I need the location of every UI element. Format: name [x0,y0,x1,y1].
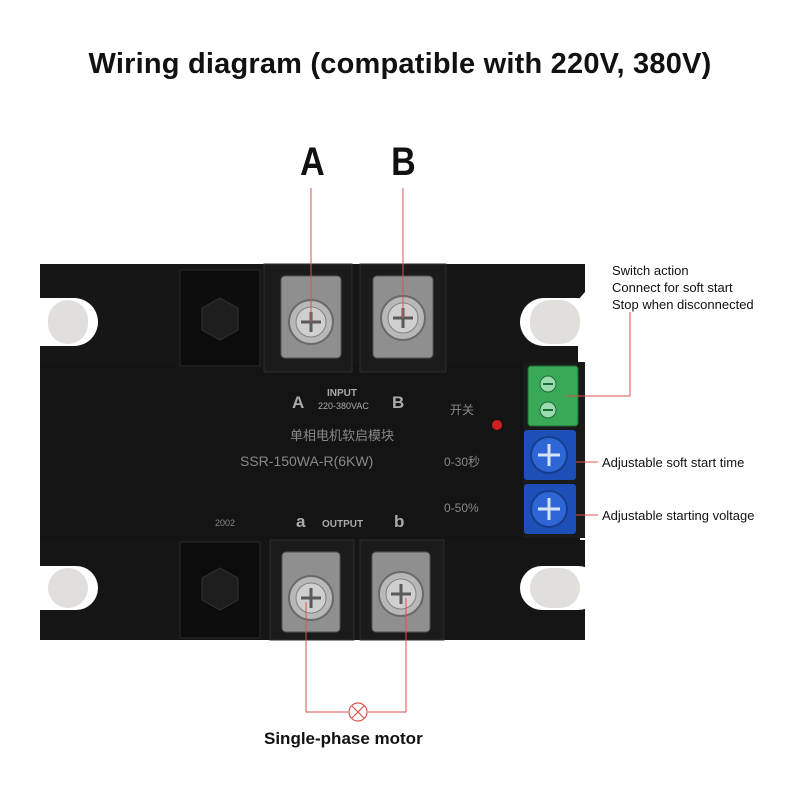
output-label: OUTPUT [322,519,363,530]
switch-callout-line-2: Connect for soft start [612,280,733,295]
terminal-letter-b: B [391,140,416,184]
voltage-range-label: 0-50% [444,501,479,515]
input-letter-a: A [292,393,304,412]
motor-label: Single-phase motor [264,729,423,748]
status-led [492,420,502,430]
wiring-lines [305,188,631,713]
input-letter-b: B [392,393,404,412]
terminal-b-screw [372,275,434,359]
input-voltage: 220-380VAC [318,401,369,411]
time-callout: Adjustable soft start time [602,455,745,470]
module-code: 2002 [215,518,235,528]
module-chinese-name: 单相电机软启模块 [290,428,394,443]
time-range-label: 0-30秒 [444,455,480,469]
output-letter-a: a [296,512,306,531]
switch-cn-label: 开关 [450,403,474,417]
motor-symbol-icon [348,702,368,722]
wire-motor-b [368,598,407,713]
terminal-out-b-screw [371,551,431,633]
diagram-title: Wiring diagram (compatible with 220V, 38… [88,48,712,80]
hex-nut-top [201,297,239,341]
input-label: INPUT [327,388,357,399]
terminal-out-a-screw [281,551,341,633]
output-letter-b: b [394,512,404,531]
switch-callout: Switch action Connect for soft start Sto… [612,262,754,313]
wire-switch-callout [566,312,631,397]
module-model: SSR-150WA-R(6KW) [240,453,373,469]
voltage-callout: Adjustable starting voltage [602,508,755,523]
wire-motor-a [305,602,348,713]
hex-nut-bottom [201,567,239,611]
switch-callout-line-3: Stop when disconnected [612,297,754,312]
switch-callout-line-1: Switch action [612,263,689,278]
terminal-letter-a: A [300,140,325,184]
